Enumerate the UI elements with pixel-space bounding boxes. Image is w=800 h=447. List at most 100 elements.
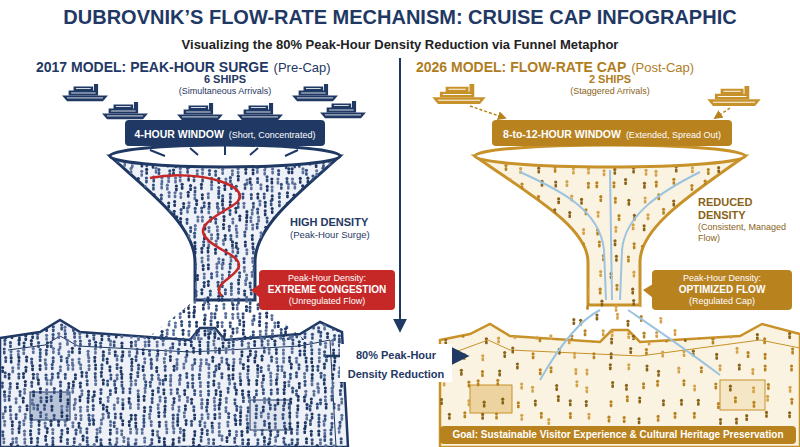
person-head	[568, 229, 571, 232]
person-body	[587, 185, 590, 189]
person-head	[536, 259, 539, 262]
person-body	[193, 235, 196, 239]
person-head	[110, 184, 113, 187]
person-body	[168, 294, 171, 298]
person-body	[645, 272, 648, 276]
person-body	[278, 238, 281, 242]
person-head	[284, 327, 287, 330]
person-body	[139, 204, 142, 208]
crowd-funnel-2026	[475, 164, 741, 342]
person-body	[627, 323, 630, 327]
person-head	[223, 329, 226, 332]
person-head	[123, 231, 126, 234]
person-head	[140, 233, 143, 236]
person-head	[540, 244, 543, 247]
person-head	[258, 200, 261, 203]
person-body	[124, 318, 127, 322]
person-head	[259, 231, 262, 234]
person-body	[716, 319, 719, 323]
person-head	[249, 298, 252, 301]
person-body	[490, 173, 493, 177]
person-head	[175, 184, 178, 187]
person-head	[643, 224, 646, 227]
person-head	[271, 234, 274, 237]
person-body	[244, 186, 247, 190]
person-head	[159, 320, 162, 323]
person-body	[320, 310, 323, 314]
person-head	[245, 178, 248, 181]
person-head	[672, 199, 675, 202]
person-head	[540, 301, 543, 304]
person-head	[263, 192, 266, 195]
person-body	[125, 323, 128, 327]
person-head	[200, 256, 203, 259]
person-head	[147, 265, 150, 268]
person-body	[159, 253, 162, 257]
person-body	[173, 258, 176, 262]
person-head	[249, 336, 252, 339]
person-head	[264, 258, 267, 261]
person-body	[187, 306, 190, 310]
person-body	[179, 315, 182, 319]
person-body	[580, 201, 583, 205]
person-head	[126, 287, 129, 290]
cruise-ship	[292, 84, 338, 101]
person-head	[133, 231, 136, 234]
person-body	[263, 235, 266, 239]
person-body	[117, 214, 120, 218]
person-body	[335, 204, 338, 208]
person-head	[150, 266, 153, 269]
person-body	[250, 196, 253, 200]
person-body	[139, 286, 142, 290]
person-body	[552, 275, 555, 279]
person-head	[242, 328, 245, 331]
person-body	[252, 334, 255, 338]
person-body	[237, 316, 240, 320]
person-head	[687, 210, 690, 213]
person-body	[691, 170, 694, 174]
person-body	[291, 243, 294, 247]
person-body	[180, 211, 183, 215]
person-head	[171, 224, 174, 227]
person-body	[112, 323, 115, 327]
person-head	[586, 303, 589, 306]
person-body	[139, 258, 142, 262]
building	[470, 385, 512, 413]
person-body	[506, 197, 509, 201]
person-head	[704, 259, 707, 262]
person-head	[521, 211, 524, 214]
person-body	[326, 197, 329, 201]
person-head	[187, 311, 190, 314]
person-body	[124, 278, 127, 282]
person-head	[207, 303, 210, 306]
person-body	[624, 181, 627, 185]
person-head	[118, 311, 121, 314]
arrival-arrow	[715, 108, 730, 118]
person-body	[277, 181, 280, 185]
person-body	[551, 302, 554, 306]
person-head	[673, 329, 676, 332]
person-body	[144, 188, 147, 192]
person-body	[614, 200, 617, 204]
person-body	[168, 301, 171, 305]
person-body	[672, 203, 675, 207]
person-body	[216, 324, 219, 328]
person-body	[540, 247, 543, 251]
person-head	[63, 326, 66, 329]
person-body	[138, 189, 141, 193]
person-body	[677, 263, 680, 267]
person-head	[165, 249, 168, 252]
person-body	[126, 187, 129, 191]
person-head	[271, 167, 274, 170]
person-body	[186, 292, 189, 296]
person-body	[299, 245, 302, 249]
person-body	[152, 179, 155, 183]
person-body	[217, 340, 220, 344]
person-body	[131, 331, 134, 335]
person-head	[322, 335, 325, 338]
person-body	[223, 306, 226, 310]
person-body	[207, 300, 210, 304]
person-head	[520, 182, 523, 185]
person-head	[130, 176, 133, 179]
person-head	[334, 241, 337, 244]
